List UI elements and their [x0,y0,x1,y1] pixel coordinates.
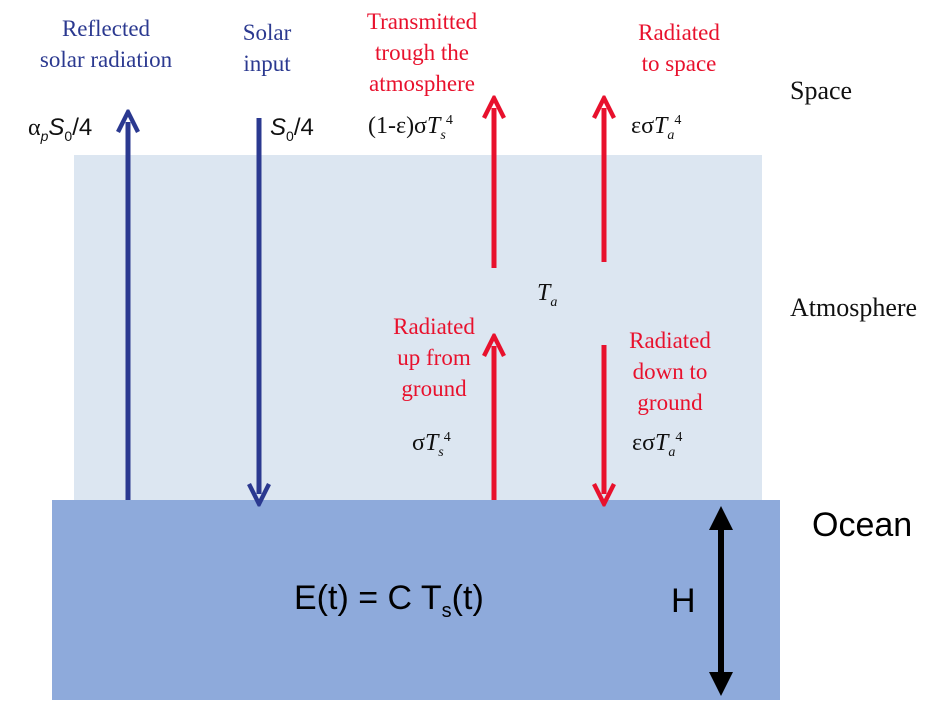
region-label-space: Space [790,76,853,105]
region-label-atmosphere: Atmosphere [790,293,918,322]
solar-input-label: Solar input [242,20,292,76]
solar-input-formula: S0/4 [270,114,314,144]
radiated-to-space-formula: εσTa4 [631,113,682,143]
ocean-depth-label: H [671,582,696,620]
region-label-ocean: Ocean [812,506,913,544]
atmosphere-layer [74,155,762,500]
ocean-layer [52,500,780,700]
transmitted-radiation-formula: (1-ε)σTs4 [368,113,453,143]
radiated-up-label: Radiated up from ground [393,314,475,401]
reflected-radiation-label: Reflected solar radiation [39,16,173,72]
atmosphere-temperature-label: Ta [537,280,558,310]
ocean-energy-equation: E(t) = C Ts(t) [294,579,484,622]
transmitted-radiation-label: Transmitted trough the atmosphere [366,9,478,96]
radiated-down-formula: εσTa4 [632,430,683,460]
radiated-to-space-label: Radiated to space [638,20,720,76]
reflected-radiation-formula: αpS0/4 [28,114,93,144]
radiated-up-formula: σTs4 [412,430,451,460]
radiated-down-label: Radiated down to ground [629,328,711,415]
